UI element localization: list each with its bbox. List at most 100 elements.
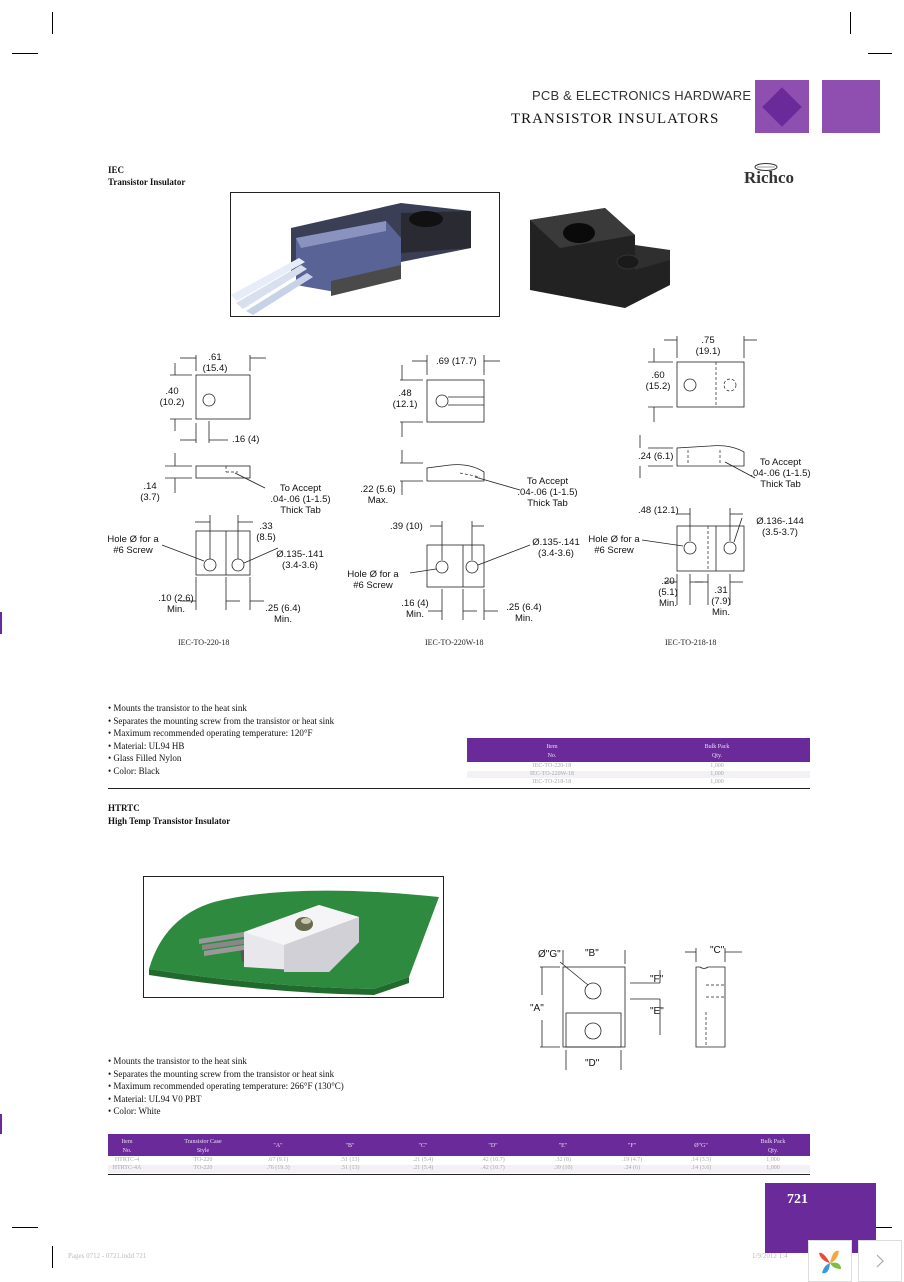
feature-item: Separates the mounting screw from the tr… xyxy=(108,715,334,728)
col-g: Ø"G" xyxy=(694,1143,708,1149)
dim-offset: .16 (4) xyxy=(232,434,260,445)
dim-hole-diameter: Ø.135-.141 (3.4-3.6) xyxy=(276,549,324,571)
section2-table-header: Item No. Transistor Case Style "A" "B" "… xyxy=(108,1134,810,1156)
cell: .21 (5.4) xyxy=(412,1165,434,1171)
side-tab xyxy=(0,612,2,634)
cell: .19 (4.7) xyxy=(621,1157,643,1163)
richco-logo: Richco xyxy=(744,162,812,187)
footer-file: Pages 0712 - 0721.indd 721 xyxy=(68,1252,147,1260)
dim-min-2: .25 (6.4) Min. xyxy=(506,602,542,624)
cell: IEC-TO-220-18 xyxy=(532,763,572,769)
dim-width: .75 (19.1) xyxy=(695,335,721,357)
dim-height: .60 (15.2) xyxy=(645,370,671,392)
cell: HTRTC-4 xyxy=(114,1157,140,1163)
dim-tab-note: To Accept .04-.06 (1-1.5) Thick Tab xyxy=(517,476,578,509)
col-a: "A" xyxy=(273,1143,283,1149)
col-b: "B" xyxy=(345,1143,355,1149)
dim-hole-diameter: Ø.135-.141 (3.4-3.6) xyxy=(532,537,580,559)
section2-code: HTRTC xyxy=(108,803,140,813)
crop-mark xyxy=(868,53,892,54)
cell: .67 (9.1) xyxy=(267,1157,289,1163)
dim-hole-note: Hole Ø for a #6 Screw xyxy=(107,534,159,556)
diagram-iec-to-218-18 xyxy=(639,336,757,605)
cell: TO-220 xyxy=(193,1157,213,1163)
section2-features: Mounts the transistor to the heat sink S… xyxy=(108,1055,344,1118)
dim-width: .69 (17.7) xyxy=(436,356,477,367)
table-row: IEC-TO-220W-18 1,000 xyxy=(467,771,810,778)
dim-b: "B" xyxy=(585,948,599,959)
section1-table-header: Item No. Bulk Pack Qty. xyxy=(467,738,810,762)
dim-a: "A" xyxy=(530,1003,544,1014)
cell: .14 (3.6) xyxy=(690,1165,712,1171)
section1-code: IEC xyxy=(108,165,125,175)
feature-item: Color: White xyxy=(108,1105,344,1118)
next-page-button[interactable] xyxy=(858,1240,902,1282)
cell: IEC-TO-220W-18 xyxy=(530,771,574,777)
part-label: IEC-TO-220W-18 xyxy=(425,638,484,647)
col-d: "D" xyxy=(488,1143,498,1149)
dim-min-1: .16 (4) Min. xyxy=(401,598,429,620)
cell: 1,000 xyxy=(766,1157,780,1163)
cell: .51 (13) xyxy=(340,1165,360,1171)
section-divider xyxy=(108,788,810,789)
cell: TO-220 xyxy=(193,1165,213,1171)
feature-item: Material: UL94 V0 PBT xyxy=(108,1093,344,1106)
dim-tab-note: To Accept .04-.06 (1-1.5) Thick Tab xyxy=(750,457,811,490)
diagram-htrtc xyxy=(540,948,742,1070)
table-row: IEC-TO-220-18 1,000 xyxy=(467,763,810,770)
dim-c: "C" xyxy=(710,945,725,956)
cell: 1,000 xyxy=(766,1165,780,1171)
col-e: "E" xyxy=(558,1143,568,1149)
dim-min-1: .20 (5.1) Min. xyxy=(658,576,678,609)
crop-mark xyxy=(52,1246,53,1268)
feature-item: Mounts the transistor to the heat sink xyxy=(108,702,334,715)
cell: 1,000 xyxy=(710,771,724,777)
crop-mark xyxy=(12,53,38,54)
col-case-style: Transistor Case Style xyxy=(184,1139,222,1154)
dim-thickness: .22 (5.6) Max. xyxy=(360,484,396,506)
dim-f: "F" xyxy=(650,974,664,985)
logo-text: Richco xyxy=(744,168,795,187)
dim-pitch: .39 (10) xyxy=(390,521,423,532)
section1-name: Transistor Insulator xyxy=(108,177,186,187)
cell: .42 (10.7) xyxy=(481,1157,505,1163)
feature-item: Mounts the transistor to the heat sink xyxy=(108,1055,344,1068)
col-c: "C" xyxy=(418,1143,428,1149)
dim-hole-diameter: Ø.136-.144 (3.5-3.7) xyxy=(756,516,804,538)
col-item-no: Item No. xyxy=(546,744,558,759)
cell: .14 (3.5) xyxy=(690,1157,712,1163)
cell: .76 (19.3) xyxy=(266,1165,290,1171)
cell: HTRTC-4A xyxy=(112,1165,142,1171)
table-bottom-rule xyxy=(108,1174,810,1175)
crop-mark xyxy=(12,1227,38,1228)
dim-hole-note: Hole Ø for a #6 Screw xyxy=(347,569,399,591)
dim-e: "E" xyxy=(650,1006,664,1017)
part-label: IEC-TO-220-18 xyxy=(178,638,230,647)
col-f: "F" xyxy=(627,1143,637,1149)
section2-name: High Temp Transistor Insulator xyxy=(108,816,231,826)
product-photo-iec-black xyxy=(525,200,673,312)
dim-width: .61 (15.4) xyxy=(202,352,228,374)
feature-item: Maximum recommended operating temperatur… xyxy=(108,1080,343,1093)
cell: .21 (5.4) xyxy=(412,1157,434,1163)
feature-item: Glass Filled Nylon xyxy=(108,752,334,765)
product-photo-htrtc xyxy=(143,876,444,998)
feature-item: Maximum recommended operating temperatur… xyxy=(108,727,334,740)
dim-min-1: .10 (2.6) Min. xyxy=(158,593,194,615)
header-category: PCB & ELECTRONICS HARDWARE xyxy=(532,88,752,103)
dim-min-2: .25 (6.4) Min. xyxy=(265,603,301,625)
dim-height: .48 (12.1) xyxy=(392,388,418,410)
dim-g: Ø"G" xyxy=(538,949,561,960)
viewer-logo-button[interactable] xyxy=(808,1240,852,1282)
product-photo-iec-mounted xyxy=(230,192,500,317)
dim-height: .40 (10.2) xyxy=(159,386,185,408)
header-accent-square xyxy=(755,80,809,133)
section1-features: Mounts the transistor to the heat sink S… xyxy=(108,702,334,777)
col-item-no: Item No. xyxy=(121,1139,133,1154)
feature-item: Separates the mounting screw from the tr… xyxy=(108,1068,344,1081)
dim-tab-note: To Accept .04-.06 (1-1.5) Thick Tab xyxy=(270,483,331,516)
crop-mark xyxy=(868,1227,892,1228)
dim-thickness: .24 (6.1) xyxy=(638,451,674,462)
dim-pitch: .33 (8.5) xyxy=(256,521,276,543)
header-accent-square xyxy=(822,80,880,133)
